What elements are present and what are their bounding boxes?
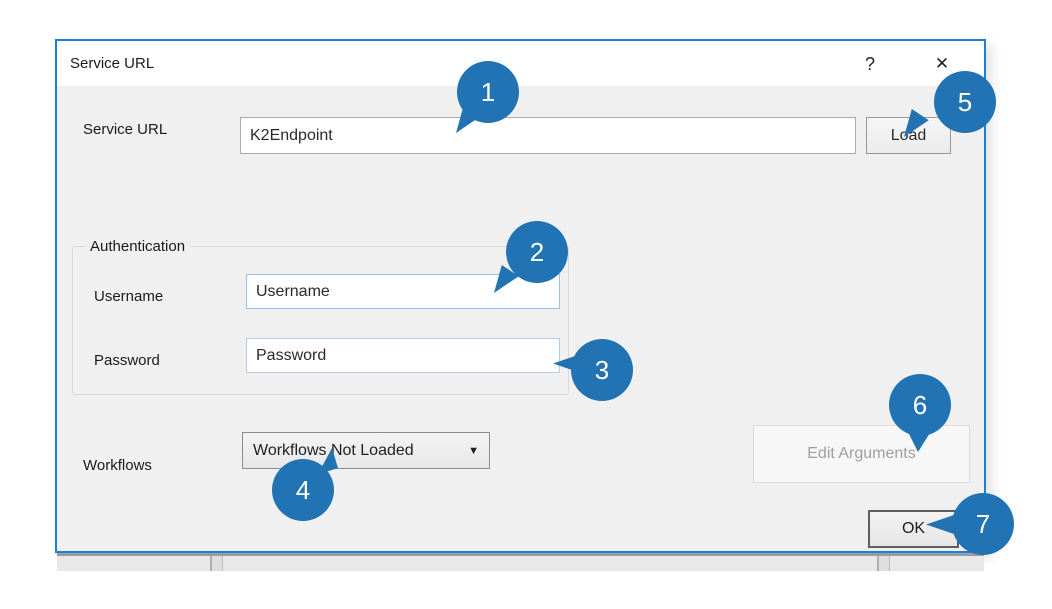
- close-icon[interactable]: ✕: [925, 49, 959, 79]
- callout-3: 3: [553, 339, 633, 401]
- callout-7: 7: [926, 493, 1014, 555]
- callout-5-number: 5: [934, 71, 996, 133]
- edit-arguments-button[interactable]: Edit Arguments: [753, 425, 970, 483]
- callout-3-number: 3: [571, 339, 633, 401]
- callout-4: 4: [272, 448, 338, 521]
- workflows-dropdown[interactable]: Workflows Not Loaded ▼: [242, 432, 490, 469]
- password-label: Password: [94, 352, 160, 369]
- service-url-dialog: Service URL ? ✕ Service URL Load Authent…: [55, 39, 986, 553]
- background-window-divider: [210, 556, 223, 571]
- authentication-group-legend: Authentication: [85, 238, 191, 255]
- callout-2: 2: [494, 221, 568, 293]
- password-input[interactable]: [246, 338, 560, 373]
- callout-1: 1: [456, 61, 519, 133]
- callout-1-number: 1: [457, 61, 519, 123]
- workflows-label: Workflows: [83, 457, 152, 474]
- username-label: Username: [94, 288, 164, 305]
- background-window-divider: [877, 556, 890, 571]
- authentication-group: Authentication Username Password: [72, 238, 569, 395]
- callout-6-number: 6: [889, 374, 951, 436]
- workflows-dropdown-value: Workflows Not Loaded: [253, 441, 414, 459]
- callout-4-number: 4: [272, 459, 334, 521]
- background-window-edge: [57, 553, 984, 571]
- help-icon[interactable]: ?: [855, 49, 885, 79]
- service-url-input[interactable]: [240, 117, 856, 154]
- dialog-title: Service URL: [70, 55, 155, 72]
- load-button[interactable]: Load: [866, 117, 951, 154]
- dialog-titlebar: Service URL ? ✕: [57, 41, 984, 86]
- callout-6: 6: [889, 374, 951, 452]
- chevron-down-icon: ▼: [468, 444, 479, 457]
- callout-5: 5: [904, 71, 996, 137]
- service-url-label: Service URL: [83, 121, 168, 138]
- callout-7-number: 7: [952, 493, 1014, 555]
- callout-2-number: 2: [506, 221, 568, 283]
